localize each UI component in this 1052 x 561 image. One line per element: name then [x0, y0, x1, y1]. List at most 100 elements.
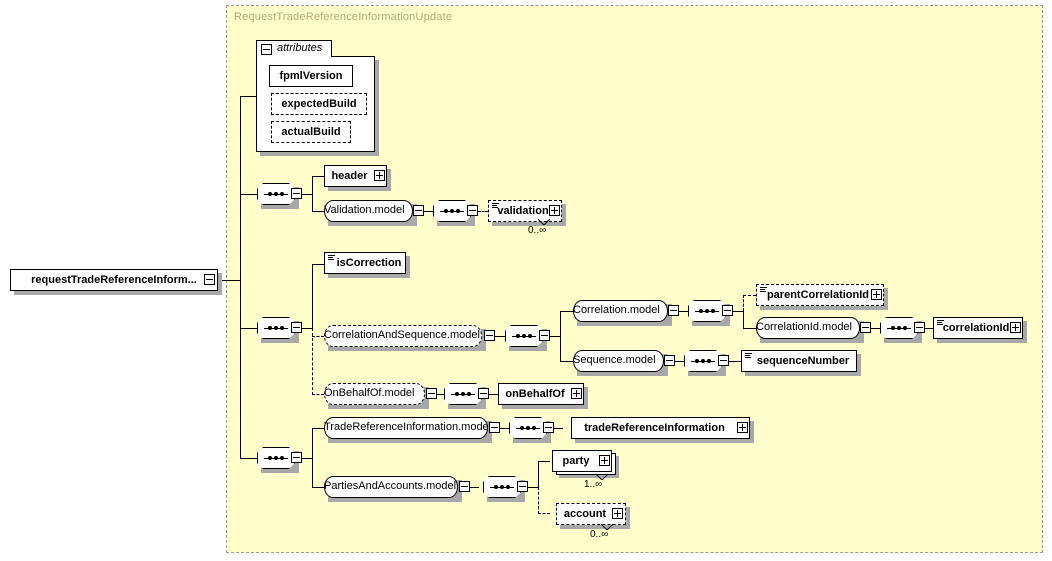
connector — [550, 336, 561, 337]
model-correlation-and-sequence[interactable]: CorrelationAndSequence.model — [324, 325, 482, 347]
element-iscorrection[interactable]: isCorrection — [324, 252, 406, 274]
model-partiesandaccounts[interactable]: PartiesAndAccounts.model — [324, 476, 458, 498]
connector-optional — [538, 487, 539, 514]
model-tradereferenceinformation[interactable]: TradeReferenceInformation.model — [324, 417, 491, 439]
sequence-tri-collapse-button[interactable] — [543, 422, 554, 433]
model-tri-collapse-button[interactable] — [489, 422, 500, 433]
connector — [312, 264, 324, 265]
element-header[interactable]: header — [324, 165, 387, 187]
element-sequencenumber[interactable]: sequenceNumber — [741, 350, 857, 372]
element-validation-expand-button[interactable] — [549, 205, 560, 216]
sequence-compositor-correlationid[interactable] — [880, 317, 918, 339]
connector — [560, 311, 561, 361]
model-correlation-collapse-button[interactable] — [668, 305, 679, 316]
attribute-fpmlversion[interactable]: fpmlVersion — [269, 65, 353, 87]
connector — [216, 280, 241, 281]
model-paa-collapse-button[interactable] — [459, 481, 470, 492]
connector-optional — [312, 394, 324, 395]
sequence-paa-collapse-button[interactable] — [517, 481, 528, 492]
element-account[interactable]: account — [556, 503, 626, 525]
root-element[interactable]: requestTradeReferenceInform... — [10, 269, 218, 291]
connector — [240, 96, 257, 97]
model-cas-collapse-button[interactable] — [484, 330, 495, 341]
attribute-label: actualBuild — [281, 126, 341, 138]
model-correlationid-label: CorrelationId.model — [756, 321, 852, 333]
model-validation[interactable]: Validation.model — [324, 200, 413, 222]
connector — [743, 311, 744, 328]
attribute-actualbuild[interactable]: actualBuild — [271, 121, 351, 143]
element-parentcorrelationid-expand-button[interactable] — [871, 289, 882, 300]
type-icon — [492, 203, 499, 209]
element-tradereferenceinformation[interactable]: tradeReferenceInformation — [571, 417, 750, 439]
attribute-expectedbuild[interactable]: expectedBuild — [271, 93, 367, 115]
sequence-3-collapse-button[interactable] — [291, 452, 302, 463]
connector — [302, 328, 313, 329]
element-party-expand-button[interactable] — [599, 455, 610, 466]
model-correlationid-collapse-button[interactable] — [860, 322, 871, 333]
element-tri-expand-button[interactable] — [737, 422, 748, 433]
attribute-label: fpmlVersion — [279, 70, 343, 82]
element-correlationid[interactable]: correlationId — [933, 317, 1023, 339]
sequence-sequencemodel-collapse-button[interactable] — [718, 355, 729, 366]
connector-optional — [538, 513, 550, 514]
occurrence-marker — [601, 524, 613, 530]
sequence-compositor-correlation[interactable] — [688, 300, 726, 322]
connector — [871, 328, 880, 329]
sequence-onbehalfof-collapse-button[interactable] — [478, 388, 489, 399]
element-correlationid-expand-button[interactable] — [1010, 322, 1021, 333]
type-icon — [760, 287, 767, 293]
model-correlationid[interactable]: CorrelationId.model — [756, 317, 860, 339]
connector-optional — [478, 211, 488, 212]
sequence-validation-collapse-button[interactable] — [467, 205, 478, 216]
model-sequence-label: Sequence.model — [573, 354, 656, 366]
element-party-occurs: 1..∞ — [584, 479, 603, 490]
type-icon — [937, 320, 944, 326]
model-validation-label: Validation.model — [324, 204, 405, 216]
root-collapse-button[interactable] — [204, 274, 215, 285]
element-account-expand-button[interactable] — [612, 508, 623, 519]
model-onbehalfof-collapse-button[interactable] — [426, 388, 437, 399]
connector — [437, 394, 445, 395]
root-element-label: requestTradeReferenceInform... — [31, 274, 197, 286]
model-onbehalfof-label: OnBehalfOf.model — [324, 387, 415, 399]
element-onbehalfof[interactable]: onBehalfOf — [498, 383, 584, 405]
occurrence-marker — [538, 219, 550, 225]
element-iscorrection-label: isCorrection — [336, 257, 402, 269]
model-validation-collapse-button[interactable] — [413, 205, 424, 216]
connector — [312, 487, 324, 488]
connector — [560, 311, 573, 312]
sequence-1-collapse-button[interactable] — [291, 188, 302, 199]
sequence-compositor-2[interactable] — [257, 317, 295, 339]
connector — [489, 394, 498, 395]
attributes-label: attributes — [277, 42, 323, 54]
model-sequence[interactable]: Sequence.model — [573, 350, 664, 372]
sequence-compositor-onbehalfof[interactable] — [444, 383, 482, 405]
model-correlation[interactable]: Correlation.model — [573, 300, 668, 322]
occurrence-marker — [596, 474, 608, 480]
element-header-expand-button[interactable] — [374, 170, 385, 181]
element-parentcorrelationid[interactable]: parentCorrelationId — [756, 284, 884, 306]
sequence-compositor-tri[interactable] — [509, 417, 547, 439]
element-onbehalfof-expand-button[interactable] — [571, 388, 582, 399]
sequence-correlation-collapse-button[interactable] — [722, 305, 733, 316]
connector — [733, 311, 744, 312]
sequence-compositor-sequencemodel[interactable] — [684, 350, 722, 372]
sequence-compositor-paa[interactable] — [483, 476, 521, 498]
model-sequence-collapse-button[interactable] — [664, 355, 675, 366]
sequence-compositor-validation[interactable] — [433, 200, 471, 222]
sequence-correlationid-collapse-button[interactable] — [914, 322, 925, 333]
sequence-cas-collapse-button[interactable] — [539, 330, 550, 341]
element-validation[interactable]: validation — [488, 200, 562, 222]
sequence-2-collapse-button[interactable] — [291, 322, 302, 333]
element-account-label: account — [563, 508, 607, 520]
sequence-compositor-1[interactable] — [257, 183, 295, 205]
element-party[interactable]: party — [552, 450, 612, 472]
sequence-compositor-3[interactable] — [257, 447, 295, 469]
sequence-compositor-cas[interactable] — [505, 325, 543, 347]
panel-title: RequestTradeReferenceInformationUpdate — [234, 11, 453, 23]
attributes-collapse-button[interactable] — [261, 44, 272, 55]
attributes-tab[interactable]: attributes — [256, 40, 332, 57]
element-sequencenumber-label: sequenceNumber — [756, 355, 850, 367]
model-onbehalfof[interactable]: OnBehalfOf.model — [324, 383, 425, 405]
